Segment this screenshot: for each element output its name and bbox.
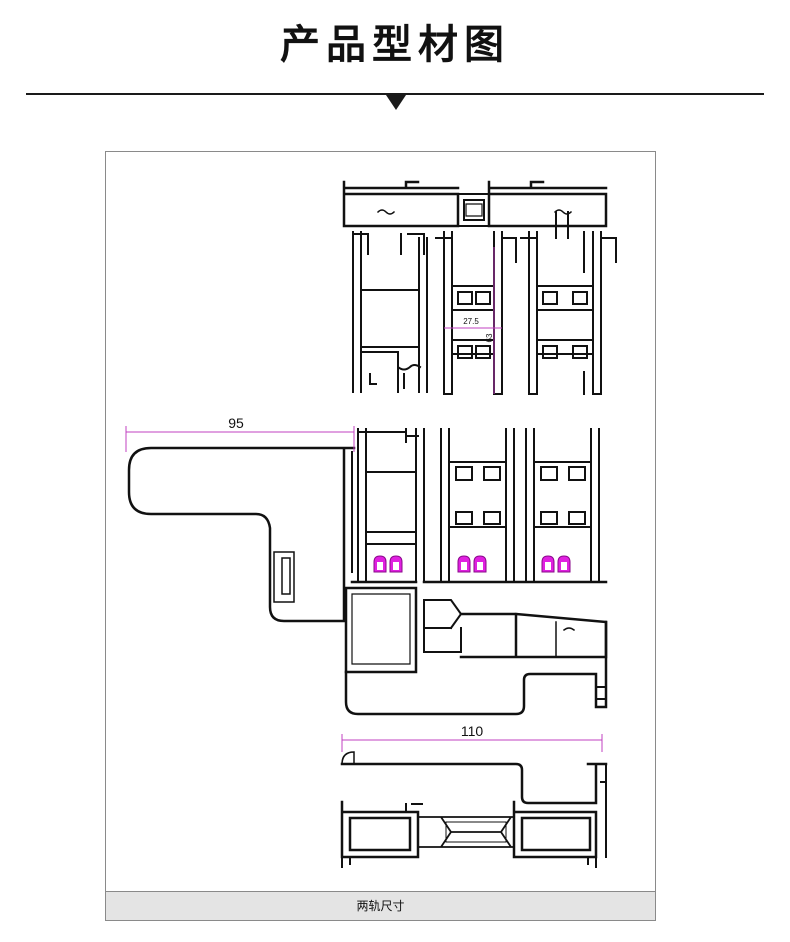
dim-label-63: 63: [485, 333, 494, 342]
down-arrow-icon: [386, 95, 406, 110]
middle-section: [127, 428, 608, 716]
dim-label-95: 95: [228, 415, 244, 431]
top-section: [342, 180, 617, 395]
title-divider: [26, 93, 764, 95]
profile-drawing: 95 110 27.5 63: [125, 180, 617, 868]
profile-drawing-frame: 95 110 27.5 63 两轨尺寸: [105, 151, 656, 921]
dim-label-110: 110: [461, 723, 484, 739]
dimension-lines: [125, 247, 603, 752]
page-title: 产品型材图: [280, 22, 510, 68]
dim-label-27-5: 27.5: [463, 317, 479, 326]
gasket-group: [373, 555, 571, 573]
dim-line-95: [125, 426, 355, 452]
drawing-caption: 两轨尺寸: [106, 891, 655, 920]
handle-profile: [127, 446, 356, 623]
bottom-section: [340, 751, 608, 868]
dim-line-110: [341, 734, 603, 752]
